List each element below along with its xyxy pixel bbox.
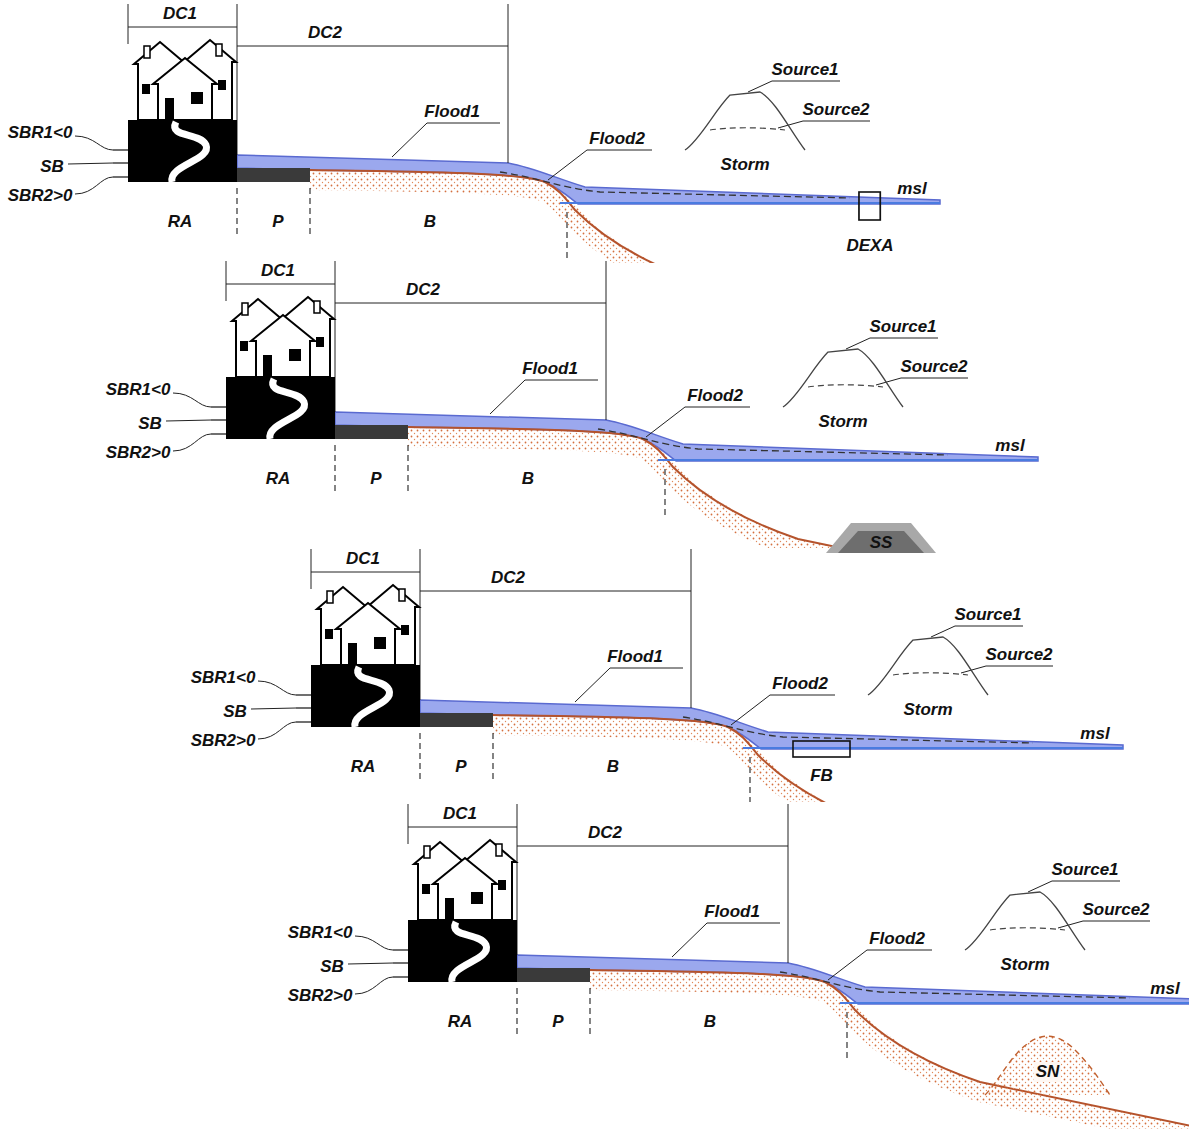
ss-structure: SS (826, 523, 936, 553)
boundary-label: SBR2>0 (191, 731, 256, 751)
boundary-label: SBR1<0 (8, 123, 73, 143)
node-label: SN (1034, 1062, 1062, 1082)
boundary-label: SBR2>0 (288, 986, 353, 1006)
node-outline (808, 385, 883, 387)
node-label: Storm (1000, 955, 1049, 975)
sea-level-label: msl (1080, 724, 1109, 744)
node-outline (985, 1036, 1110, 1095)
node-outline (985, 1036, 1110, 1095)
node-outline (965, 892, 1085, 950)
boundary-label: SB (320, 957, 344, 977)
node-outline (990, 928, 1065, 930)
flood-label: Flood1 (704, 902, 760, 922)
source-label: Source2 (1082, 900, 1149, 920)
boundary-label: SBR1<0 (106, 380, 171, 400)
art-g (68, 4, 940, 263)
dimension-label: DC1 (163, 4, 197, 24)
source-label: Source2 (802, 100, 869, 120)
node-outline (893, 673, 968, 675)
node-outline (826, 523, 936, 553)
node-outline (868, 637, 988, 695)
flood-label: Flood2 (687, 386, 743, 406)
dimension-label: DC2 (588, 823, 622, 843)
art-g (166, 261, 1038, 548)
art-g (348, 804, 1189, 1129)
boundary-label: SBR1<0 (288, 923, 353, 943)
zone-label: P (272, 212, 283, 232)
node-outline (838, 531, 924, 553)
dimension-label: DC2 (406, 280, 440, 300)
source-label: Source1 (1051, 860, 1118, 880)
storm-mound: Storm (778, 345, 908, 432)
boundary-label: SB (223, 702, 247, 722)
flood-label: Flood2 (772, 674, 828, 694)
dexa-box: DEXA (843, 190, 896, 256)
boundary-label: SB (138, 414, 162, 434)
sea-level-label: msl (897, 179, 926, 199)
node-label: SS (870, 533, 893, 553)
zone-label: B (704, 1012, 716, 1032)
zone-label: RA (448, 1012, 473, 1032)
node-label: Storm (903, 700, 952, 720)
node-outline (783, 349, 903, 407)
flood-label: Flood1 (424, 102, 480, 122)
art-use (348, 804, 1189, 1129)
dimension-label: DC1 (346, 549, 380, 569)
source-label: Source2 (900, 357, 967, 377)
dimension-label: DC1 (443, 804, 477, 824)
storm-mound: Storm (680, 88, 810, 175)
zone-label: RA (168, 212, 193, 232)
boundary-label: SBR2>0 (106, 443, 171, 463)
source-label: Source1 (869, 317, 936, 337)
zone-label: B (424, 212, 436, 232)
source-label: Source2 (985, 645, 1052, 665)
sn-mound: SN (985, 1030, 1110, 1095)
node-label: Storm (818, 412, 867, 432)
zone-label: P (455, 757, 466, 777)
sea-level-label: msl (995, 436, 1024, 456)
boundary-label: SB (40, 157, 64, 177)
zone-label: P (552, 1012, 563, 1032)
flood-label: Flood2 (589, 129, 645, 149)
zone-label: RA (266, 469, 291, 489)
node-label: DEXA (846, 236, 893, 256)
boundary-label: SBR1<0 (191, 668, 256, 688)
zone-label: B (607, 757, 619, 777)
boundary-label: SBR2>0 (8, 186, 73, 206)
node-label: Storm (720, 155, 769, 175)
zone-label: RA (351, 757, 376, 777)
node-label: FB (810, 766, 833, 786)
art-use (251, 549, 1123, 802)
flood-label: Flood1 (607, 647, 663, 667)
node-outline (685, 92, 805, 150)
flood-label: Flood2 (869, 929, 925, 949)
zone-label: B (522, 469, 534, 489)
node-outline (859, 192, 880, 220)
zone-label: P (370, 469, 381, 489)
art-use (68, 4, 940, 263)
dimension-label: DC1 (261, 261, 295, 281)
source-label: Source1 (954, 605, 1021, 625)
fb-box: FB (783, 740, 860, 786)
dimension-label: DC2 (308, 23, 342, 43)
storm-mound: Storm (863, 633, 993, 720)
storm-mound: Storm (960, 888, 1090, 975)
source-label: Source1 (771, 60, 838, 80)
node-outline (710, 128, 785, 130)
art-use (166, 261, 1038, 548)
node-outline (793, 741, 850, 757)
sea-level-label: msl (1150, 979, 1179, 999)
dimension-label: DC2 (491, 568, 525, 588)
art-g (251, 549, 1123, 802)
flood-label: Flood1 (522, 359, 578, 379)
